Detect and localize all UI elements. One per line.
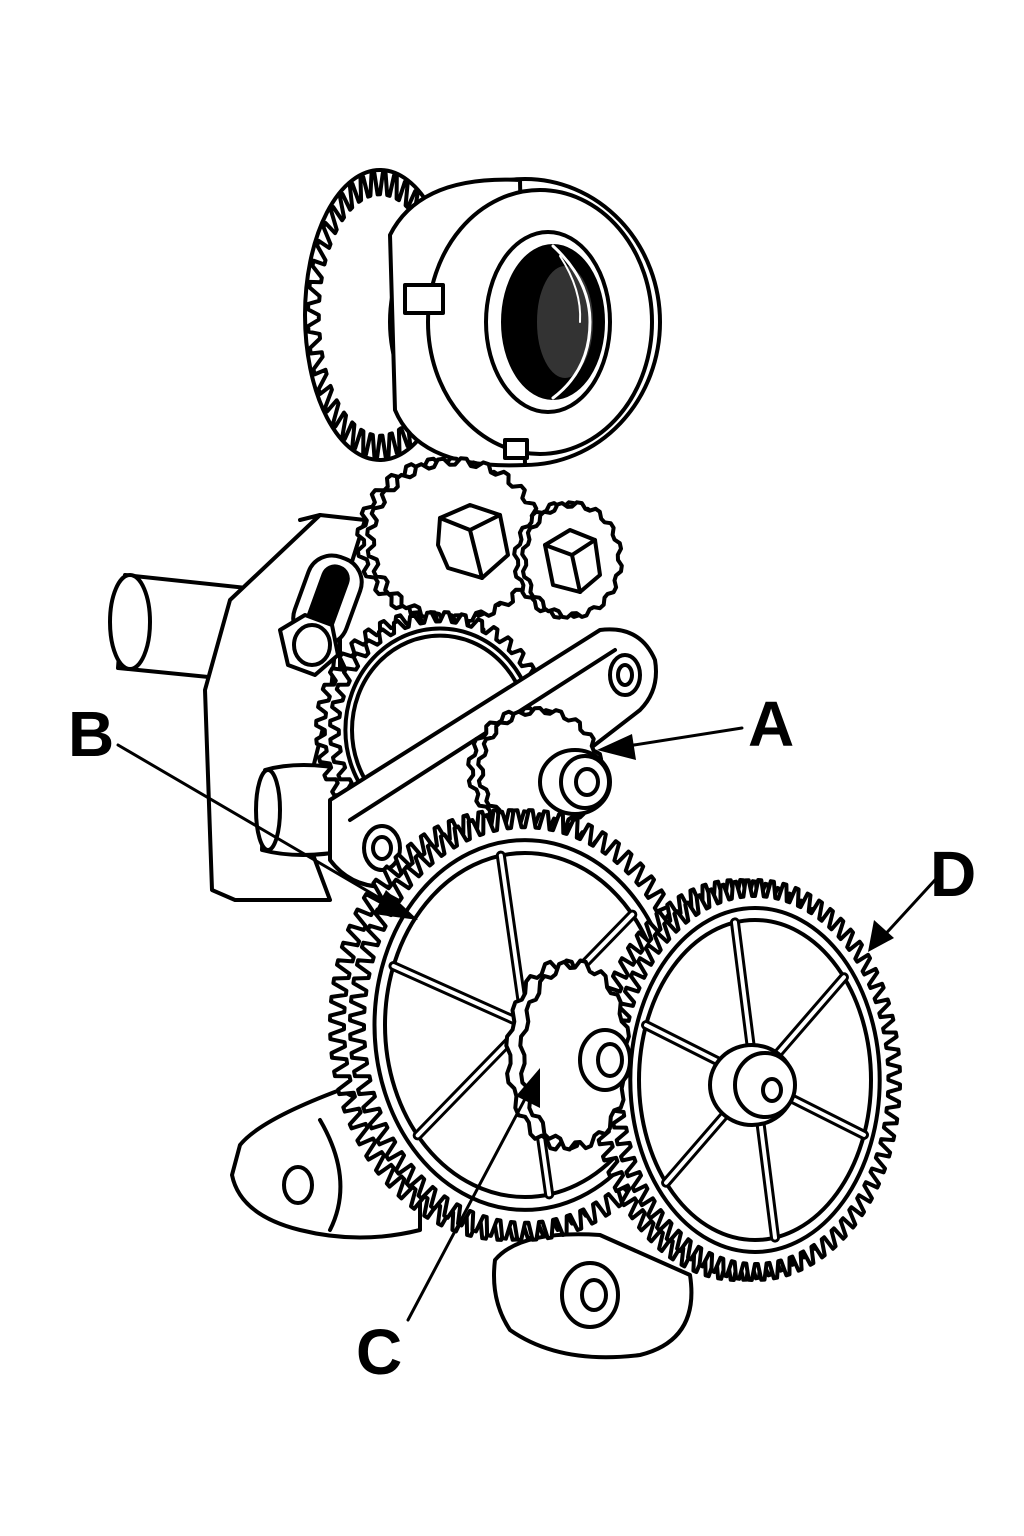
arrow-b-line: [116, 743, 402, 912]
gear-c-hub: [578, 1028, 632, 1092]
hex-bolt-upper-left: [436, 503, 510, 580]
hex-bolt-upper-right: [543, 528, 602, 594]
gear-a-hub: [538, 748, 612, 816]
lower-bracket: [230, 1088, 694, 1360]
callout-label-b: B: [68, 698, 115, 770]
gear-c-teeth: [518, 958, 632, 1152]
arrow-a-line: [613, 726, 744, 750]
arrow-c-head: [516, 1068, 540, 1108]
gear-b-spoke-face: [391, 964, 527, 1027]
callout-label-a: A: [748, 688, 795, 760]
gear-b-spoke-face: [498, 853, 527, 1027]
callout-label-d: D: [930, 838, 977, 910]
bracket-plate: [203, 513, 367, 902]
arrow-d-line: [878, 878, 937, 942]
arrow-c-line: [406, 1078, 537, 1322]
arrow-b-head: [374, 890, 418, 920]
arrow-a-head: [597, 734, 636, 760]
gear-d-hub: [708, 1043, 797, 1127]
leader-arrows: [116, 726, 937, 1322]
callout-label-c: C: [356, 1316, 403, 1388]
arrow-d-head: [868, 920, 894, 952]
spindle-chuck: [303, 168, 662, 468]
